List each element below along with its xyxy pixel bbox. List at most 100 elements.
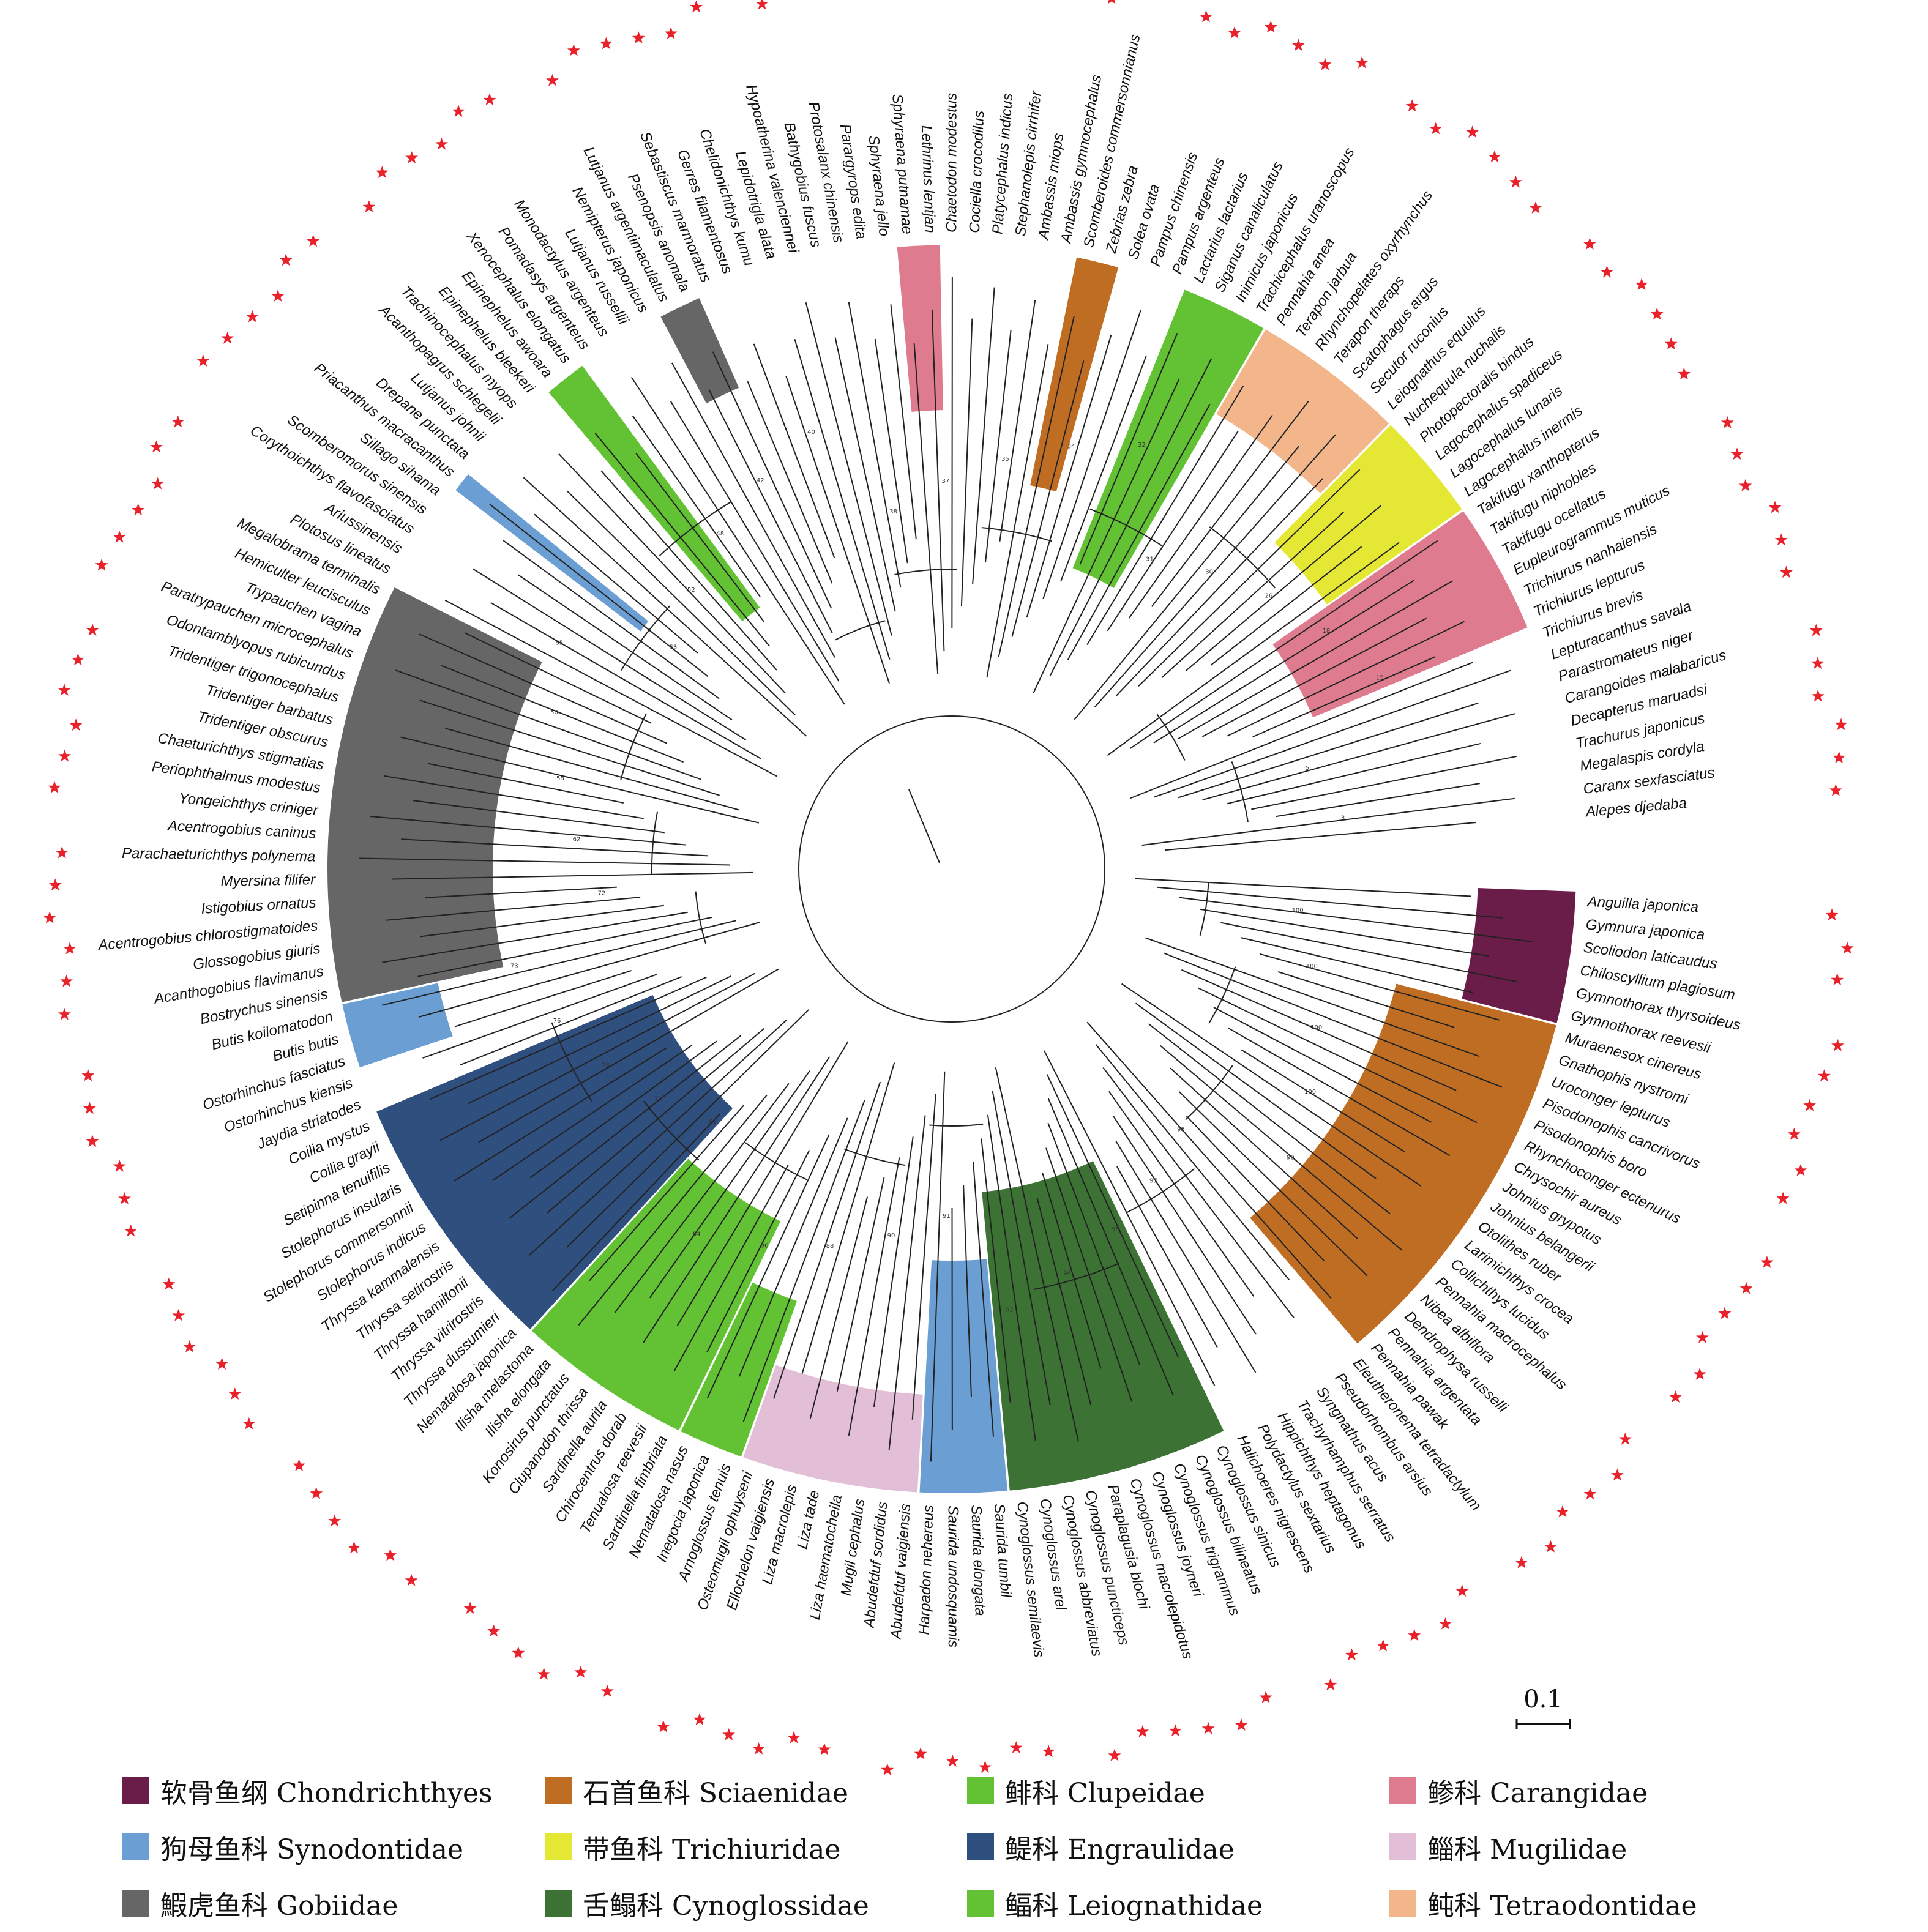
bootstrap-value: 86 xyxy=(761,1243,769,1250)
star-marker xyxy=(1825,908,1839,921)
tip-branch xyxy=(1178,702,1479,799)
star-marker xyxy=(693,1713,706,1726)
tip-branch xyxy=(1210,546,1362,666)
root-branch xyxy=(908,789,940,863)
tip-branch xyxy=(1121,983,1421,1187)
family-wedge xyxy=(681,1282,797,1457)
tip-branch xyxy=(1033,378,1180,693)
tip-branch xyxy=(888,1115,926,1450)
taxon-label: Myersina filifer xyxy=(220,871,316,890)
tip-branch xyxy=(671,362,835,658)
tip-branch xyxy=(551,1113,720,1291)
legend-label: 鲾科 Leiognathidae xyxy=(1005,1890,1263,1922)
tip-branch xyxy=(529,1019,788,1256)
star-marker xyxy=(132,503,145,516)
tip-branch xyxy=(1170,1067,1358,1239)
star-marker xyxy=(162,1277,176,1290)
star-marker xyxy=(48,781,61,794)
bootstrap-value: 98 xyxy=(1177,1127,1185,1133)
star-marker xyxy=(1829,783,1842,796)
tip-branch xyxy=(465,632,652,724)
star-marker xyxy=(1108,1748,1121,1761)
tip-branch xyxy=(708,389,833,634)
star-marker xyxy=(1831,973,1844,986)
star-marker xyxy=(113,1159,126,1172)
tip-branch xyxy=(419,699,720,796)
legend-swatch xyxy=(967,1833,994,1860)
tip-branch xyxy=(529,1040,717,1179)
tip-branch xyxy=(1060,355,1147,581)
bootstrap-value: 100 xyxy=(1306,963,1318,970)
legend-item: 软骨鱼纲 Chondrichthyes xyxy=(122,1771,545,1810)
tip-branch xyxy=(558,453,786,694)
bootstrap-value: 76 xyxy=(553,1018,561,1024)
star-marker xyxy=(600,1684,614,1697)
star-marker xyxy=(405,151,419,163)
star-marker xyxy=(1664,337,1678,350)
star-marker xyxy=(1228,26,1241,39)
tip-branch xyxy=(491,1045,693,1182)
tip-branch xyxy=(1135,1002,1377,1179)
tip-branch xyxy=(567,490,796,716)
taxon-label: Liza tade xyxy=(794,1489,823,1551)
tip-branch xyxy=(1095,1044,1290,1281)
star-marker xyxy=(512,1646,525,1659)
tip-branch xyxy=(1159,1045,1403,1251)
star-marker xyxy=(1669,1390,1683,1403)
tip-branch xyxy=(429,976,707,1100)
star-marker xyxy=(83,1102,96,1114)
tip-branch xyxy=(503,539,720,699)
star-marker xyxy=(1466,125,1479,138)
legend-item: 带鱼科 Trichiuridae xyxy=(545,1827,967,1867)
star-marker xyxy=(1696,1330,1709,1343)
tip-branch xyxy=(670,400,840,682)
legend-row: 鰕虎鱼科 Gobiidae 舌鳎科 Cynoglossidae 鲾科 Leiog… xyxy=(122,1875,1812,1931)
star-marker xyxy=(43,911,56,923)
family-wedge xyxy=(1216,329,1389,494)
tip-branch xyxy=(1135,878,1471,897)
star-marker xyxy=(1780,565,1793,578)
bootstrap-value: 30 xyxy=(1205,569,1213,575)
bootstrap-value: 100 xyxy=(1304,1089,1316,1095)
tip-branch xyxy=(382,911,688,963)
star-marker xyxy=(1833,751,1846,764)
star-marker xyxy=(1635,278,1648,291)
star-marker xyxy=(818,1743,831,1755)
tip-branch xyxy=(1102,1067,1295,1318)
tip-branch xyxy=(444,599,778,777)
star-marker xyxy=(722,1728,736,1740)
tip-branch xyxy=(1046,1074,1179,1358)
bootstrap-value: 88 xyxy=(826,1243,834,1250)
tip-branch xyxy=(987,1114,1036,1441)
star-marker xyxy=(664,27,678,39)
tip-branch xyxy=(425,886,617,898)
star-marker xyxy=(914,1747,927,1760)
star-marker xyxy=(69,718,83,731)
tip-branch xyxy=(1181,969,1457,1091)
scale-bar-label: 0.1 xyxy=(1523,1685,1563,1714)
star-marker xyxy=(384,1548,397,1561)
tip-branch xyxy=(930,1071,946,1462)
tip-branch xyxy=(874,338,908,564)
legend-label: 鲱科 Clupeidae xyxy=(1005,1778,1205,1809)
tip-branch xyxy=(1047,1098,1174,1396)
tip-branch xyxy=(984,330,1012,563)
legend-swatch xyxy=(122,1833,149,1860)
tip-branch xyxy=(1227,742,1481,805)
star-marker xyxy=(1509,175,1522,188)
tip-branch xyxy=(1161,512,1344,679)
star-marker xyxy=(172,1308,185,1321)
clade-arc xyxy=(1126,1168,1195,1214)
star-marker xyxy=(1600,265,1613,278)
clade-arc xyxy=(844,1148,905,1166)
tip-branch xyxy=(960,318,973,606)
tip-branch xyxy=(738,1117,848,1377)
tip-branch xyxy=(1130,662,1473,799)
legend-label: 狗母鱼科 Synodontidae xyxy=(160,1834,463,1865)
taxon-label: Gymnura japonica xyxy=(1585,916,1705,943)
taxon-label: Cociella crocodilus xyxy=(966,110,987,233)
tip-branch xyxy=(1094,434,1336,708)
star-marker xyxy=(1042,1745,1055,1758)
tip-branch xyxy=(1128,414,1273,619)
tip-branch xyxy=(400,736,760,824)
